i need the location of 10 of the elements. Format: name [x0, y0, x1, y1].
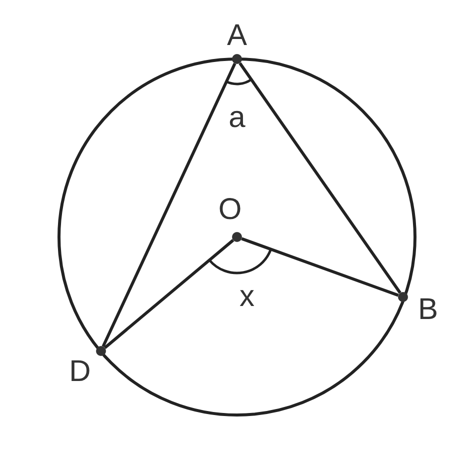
point-label: x: [240, 282, 254, 312]
point-label: B: [418, 295, 438, 325]
point-label: A: [227, 21, 247, 51]
line-segment: [102, 62, 236, 348]
line-segment: [241, 237, 399, 297]
point-label: a: [228, 103, 246, 133]
point-label: D: [69, 357, 91, 387]
line-segment: [104, 239, 234, 349]
point-label: O: [218, 195, 242, 225]
line-segment: [238, 62, 402, 294]
